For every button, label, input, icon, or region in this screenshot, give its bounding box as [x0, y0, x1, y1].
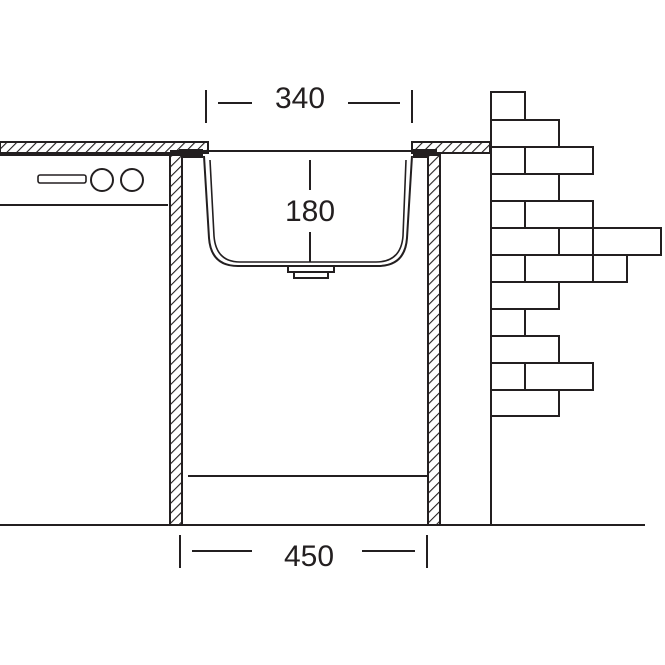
dimension-cabinet-width: 450 [179, 535, 428, 573]
sink-width-label: 340 [275, 82, 325, 115]
dimension-bowl-depth: 180 [285, 160, 335, 262]
dimension-sink-width: 340 [205, 82, 413, 123]
bowl-depth-label: 180 [285, 195, 335, 228]
cabinet-left-panel [169, 154, 183, 526]
drain-icon [287, 265, 335, 279]
brick-wall-icon [490, 91, 662, 417]
cabinet-right-panel [427, 154, 441, 526]
cabinet-width-label: 450 [284, 540, 334, 573]
appliance-icon [0, 168, 168, 206]
countertop-left [0, 141, 209, 156]
sink-rim [170, 149, 437, 158]
